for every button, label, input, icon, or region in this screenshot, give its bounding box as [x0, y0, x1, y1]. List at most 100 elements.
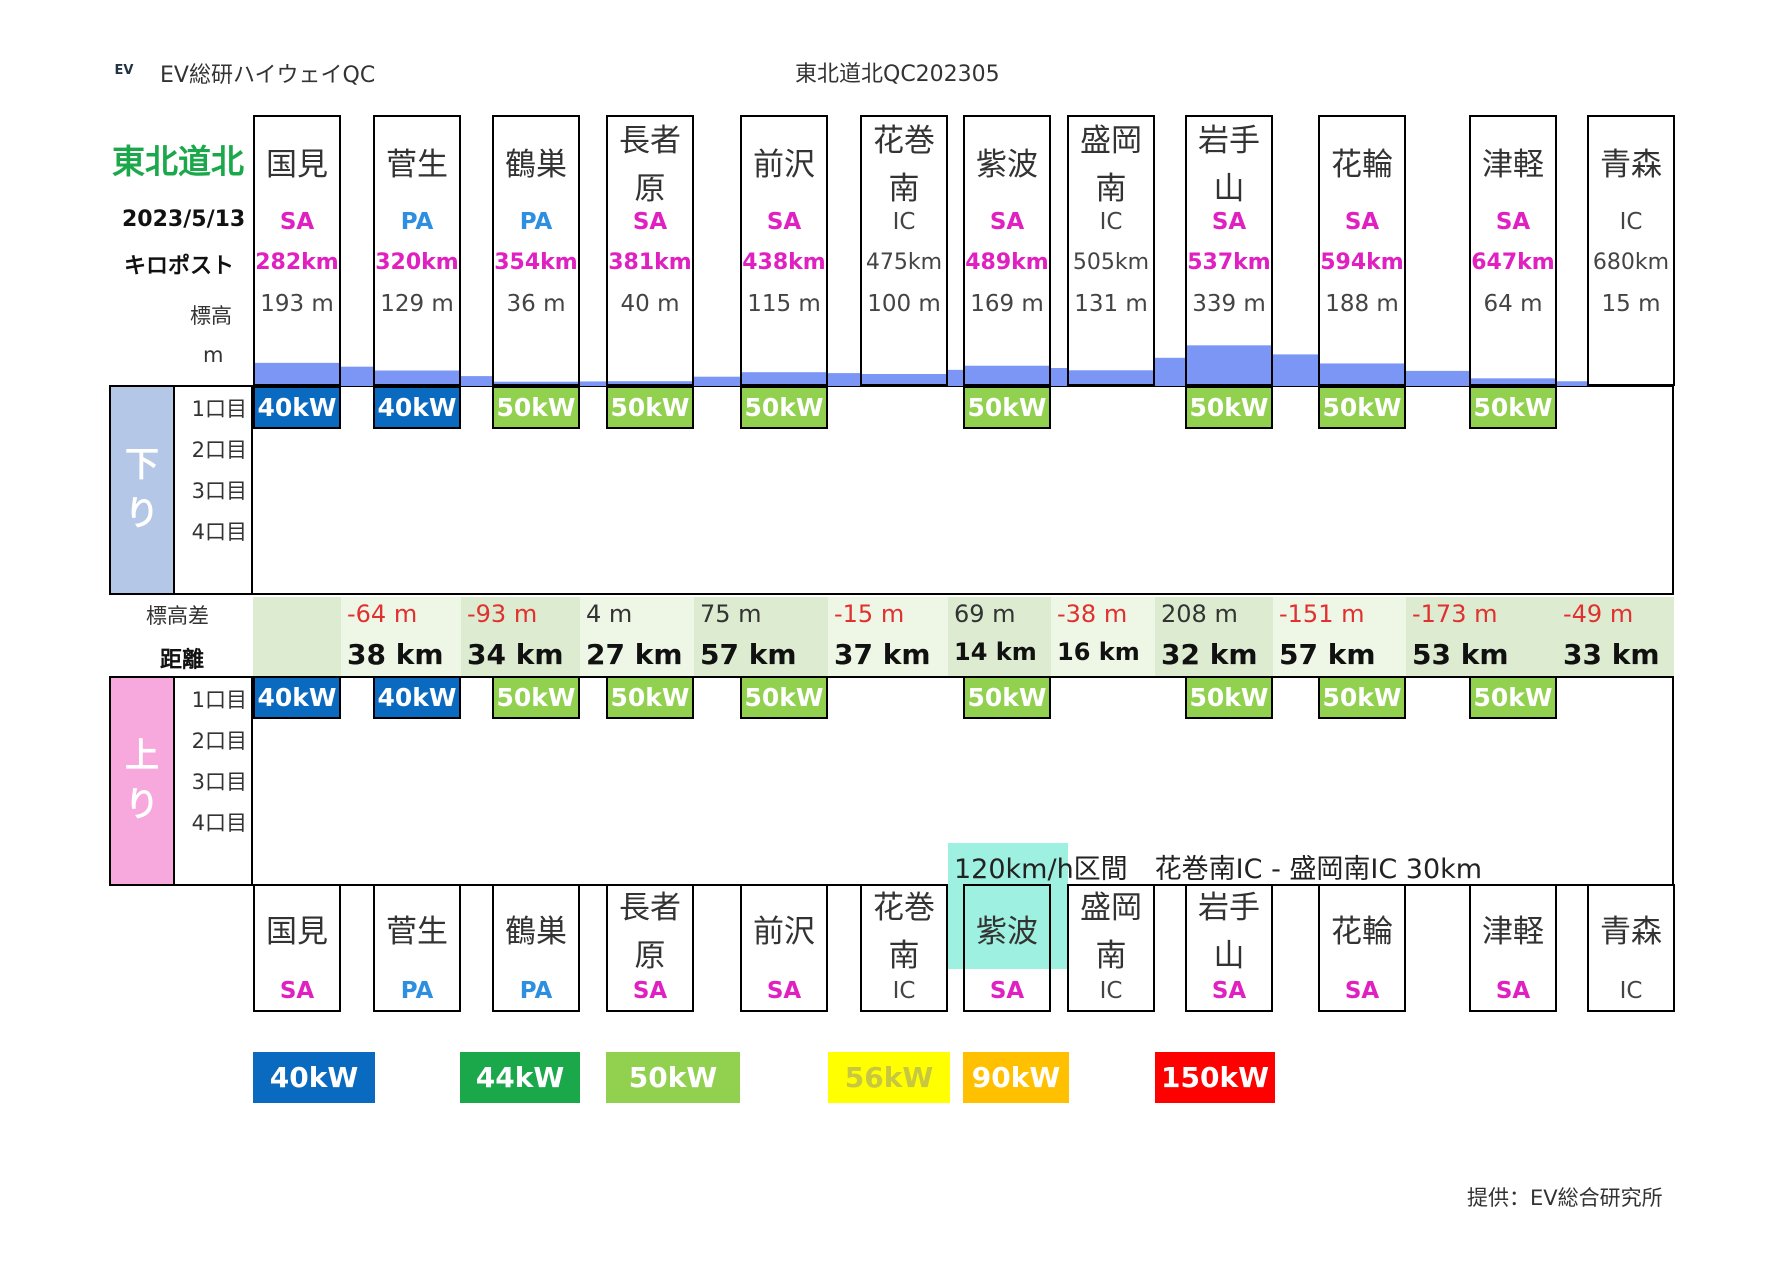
elevation-bar — [373, 370, 461, 386]
station-type: SA — [766, 209, 802, 235]
charger-badge[interactable]: 40kW — [373, 386, 461, 429]
charger-badge[interactable]: 40kW — [373, 676, 461, 719]
station-name-line: 原 — [634, 171, 666, 207]
station-type: SA — [1344, 209, 1380, 235]
station-type: IC — [1619, 978, 1643, 1004]
kilopost-value: 537km — [1187, 250, 1271, 275]
elevation-difference: 4 m — [586, 600, 633, 628]
segment-distance: 34 km — [467, 638, 564, 671]
charger-badge[interactable]: 50kW — [492, 676, 580, 719]
elevation-difference: -49 m — [1563, 600, 1634, 628]
charger-badge[interactable]: 40kW — [253, 386, 341, 429]
station-name-line: 花輪 — [1331, 914, 1393, 950]
station-type: IC — [1619, 209, 1643, 235]
segment-cell — [1557, 597, 1674, 676]
altitude-value: 64 m — [1483, 291, 1543, 317]
station-type: IC — [892, 209, 916, 235]
station-name-line: 鶴巣 — [505, 914, 567, 950]
station-name: 国見 — [255, 141, 339, 189]
station-name: 岩手山 — [1187, 884, 1271, 980]
elevation-gap-bar — [1273, 354, 1318, 386]
charger-badge[interactable]: 50kW — [1318, 676, 1406, 719]
elevation-bar — [253, 362, 341, 386]
elevation-difference: 69 m — [954, 600, 1016, 628]
station-name: 盛岡南 — [1069, 117, 1153, 213]
elevation-gap-bar — [1155, 357, 1185, 386]
kilopost-value: 282km — [255, 250, 339, 275]
station-name: 鶴巣 — [494, 908, 578, 956]
station-name: 菅生 — [375, 908, 459, 956]
port-label: 4口目 — [191, 520, 247, 544]
charger-badge[interactable]: 50kW — [963, 386, 1051, 429]
charger-badge[interactable]: 50kW — [1318, 386, 1406, 429]
kilopost-value: 680km — [1592, 250, 1670, 275]
station-type: IC — [892, 978, 916, 1004]
down-label-char-1: 下 — [125, 444, 159, 485]
elevation-difference: 75 m — [700, 600, 762, 628]
station-type: IC — [1099, 209, 1123, 235]
charger-badge[interactable]: 50kW — [1185, 676, 1273, 719]
kilopost-value: 354km — [494, 250, 578, 275]
station-name-line: 菅生 — [386, 914, 448, 950]
station-type: SA — [1344, 978, 1380, 1004]
legend-swatch: 150kW — [1155, 1052, 1275, 1103]
segment-distance: 27 km — [586, 638, 683, 671]
station-name-line: 紫波 — [976, 914, 1038, 950]
speed-zone-note: 120km/h区間 花巻南IC - 盛岡南IC 30km — [954, 854, 1483, 885]
brand-title: EV総研ハイウェイQC — [160, 63, 376, 88]
up-direction-label: 上 り — [109, 676, 175, 886]
elevation-difference: -93 m — [467, 600, 538, 628]
ev-logo-icon: EV — [114, 62, 134, 78]
elevation-difference: -64 m — [347, 600, 418, 628]
station-name: 花巻南 — [862, 884, 946, 980]
charger-badge[interactable]: 50kW — [1469, 676, 1557, 719]
elevation-bar — [492, 381, 580, 386]
station-type: SA — [1211, 209, 1247, 235]
segment-cell — [341, 597, 461, 676]
legend-swatch: 56kW — [828, 1052, 950, 1103]
charger-badge[interactable]: 50kW — [963, 676, 1051, 719]
legend-swatch: 44kW — [460, 1052, 580, 1103]
charger-badge[interactable]: 50kW — [606, 386, 694, 429]
segment-cell — [580, 597, 694, 676]
elevation-difference: 208 m — [1161, 600, 1238, 628]
elevation-difference-label: 標高差 — [146, 604, 209, 628]
segment-distance: 32 km — [1161, 638, 1258, 671]
elevation-bar — [740, 372, 828, 386]
charger-badge[interactable]: 50kW — [1185, 386, 1273, 429]
station-name: 菅生 — [375, 141, 459, 189]
station-name-line: 岩手 — [1198, 890, 1260, 926]
altitude-value: 129 m — [380, 291, 454, 317]
charger-badge[interactable]: 50kW — [492, 386, 580, 429]
station-name: 岩手山 — [1187, 117, 1271, 213]
station-name-line: 国見 — [266, 914, 328, 950]
charger-badge[interactable]: 40kW — [253, 676, 341, 719]
station-name-line: 国見 — [266, 147, 328, 183]
legend-swatch: 50kW — [606, 1052, 740, 1103]
altitude-value: 188 m — [1325, 291, 1399, 317]
station-name-line: 南 — [888, 938, 920, 974]
station-name: 花巻南 — [862, 117, 946, 213]
elevation-bar — [1067, 370, 1155, 386]
legend-swatch: 90kW — [963, 1052, 1069, 1103]
station-name-line: 前沢 — [753, 147, 815, 183]
station-name: 国見 — [255, 908, 339, 956]
charger-badge[interactable]: 50kW — [740, 386, 828, 429]
charger-badge[interactable]: 50kW — [740, 676, 828, 719]
port-label: 3口目 — [191, 479, 247, 503]
charger-badge[interactable]: 50kW — [1469, 386, 1557, 429]
port-label: 1口目 — [191, 397, 247, 421]
charger-badge[interactable]: 50kW — [606, 676, 694, 719]
up-label-char-2: り — [125, 785, 159, 825]
kilopost-value: 381km — [608, 250, 692, 275]
